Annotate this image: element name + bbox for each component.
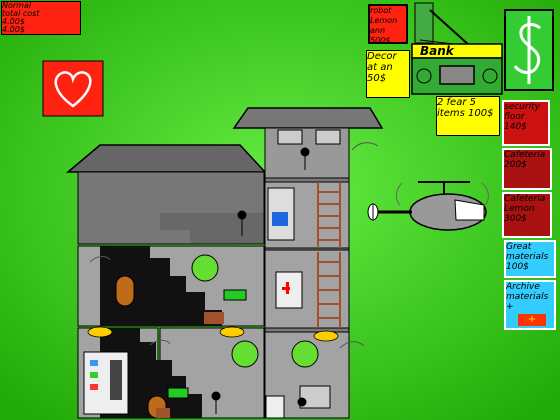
heart-icon	[54, 71, 92, 108]
dollar-icon	[513, 16, 541, 84]
stats-line-1: Normal	[2, 1, 32, 10]
shop-item-great-materials[interactable]: Great materials 100$	[504, 240, 556, 278]
decor-button[interactable]: Decor at an 50$	[366, 50, 410, 98]
shop-item-archive-materials[interactable]: Archive materials + +	[504, 280, 556, 330]
buy-robot-label: robot Lemon ann 500$	[370, 6, 398, 44]
shop-item-label: security floor 140$	[504, 102, 540, 132]
shop-item-label: Great materials 100$	[506, 242, 549, 272]
shop-item-cafeteria[interactable]: Cafeteria 200$	[502, 148, 552, 190]
decor-label: Decor at an 50$	[367, 51, 397, 84]
helicopter-icon[interactable]	[367, 181, 489, 231]
bank[interactable]	[411, 2, 503, 95]
building	[65, 107, 384, 419]
shop-item-label: Cafeteria Lemon 300$	[504, 194, 546, 224]
shop-item-label: 2 fear 5 items 100$	[437, 97, 494, 119]
buy-robot-button[interactable]: robot Lemon ann 500$	[368, 4, 408, 44]
stats-line-4: 4.00$	[2, 25, 25, 34]
stats-line-2: total cost	[2, 9, 40, 18]
shop-item-cafeteria-lemon[interactable]: Cafeteria Lemon 300$	[502, 192, 552, 238]
shop-item-2-fear[interactable]: 2 fear 5 items 100$	[436, 96, 500, 136]
stats-line-3: 4.00$	[2, 17, 25, 26]
heart-button[interactable]	[42, 60, 104, 117]
shop-item-security-floor[interactable]: security floor 140$	[502, 100, 550, 146]
stats-panel[interactable]: Normal total cost 4.00$ 4.00$	[1, 1, 81, 35]
plus-icon: +	[518, 314, 546, 326]
bank-sign: Bank	[420, 44, 454, 58]
shop-item-label: Archive materials +	[506, 282, 549, 312]
dollar-button[interactable]	[504, 9, 554, 91]
shop-item-label: Cafeteria 200$	[504, 150, 546, 170]
